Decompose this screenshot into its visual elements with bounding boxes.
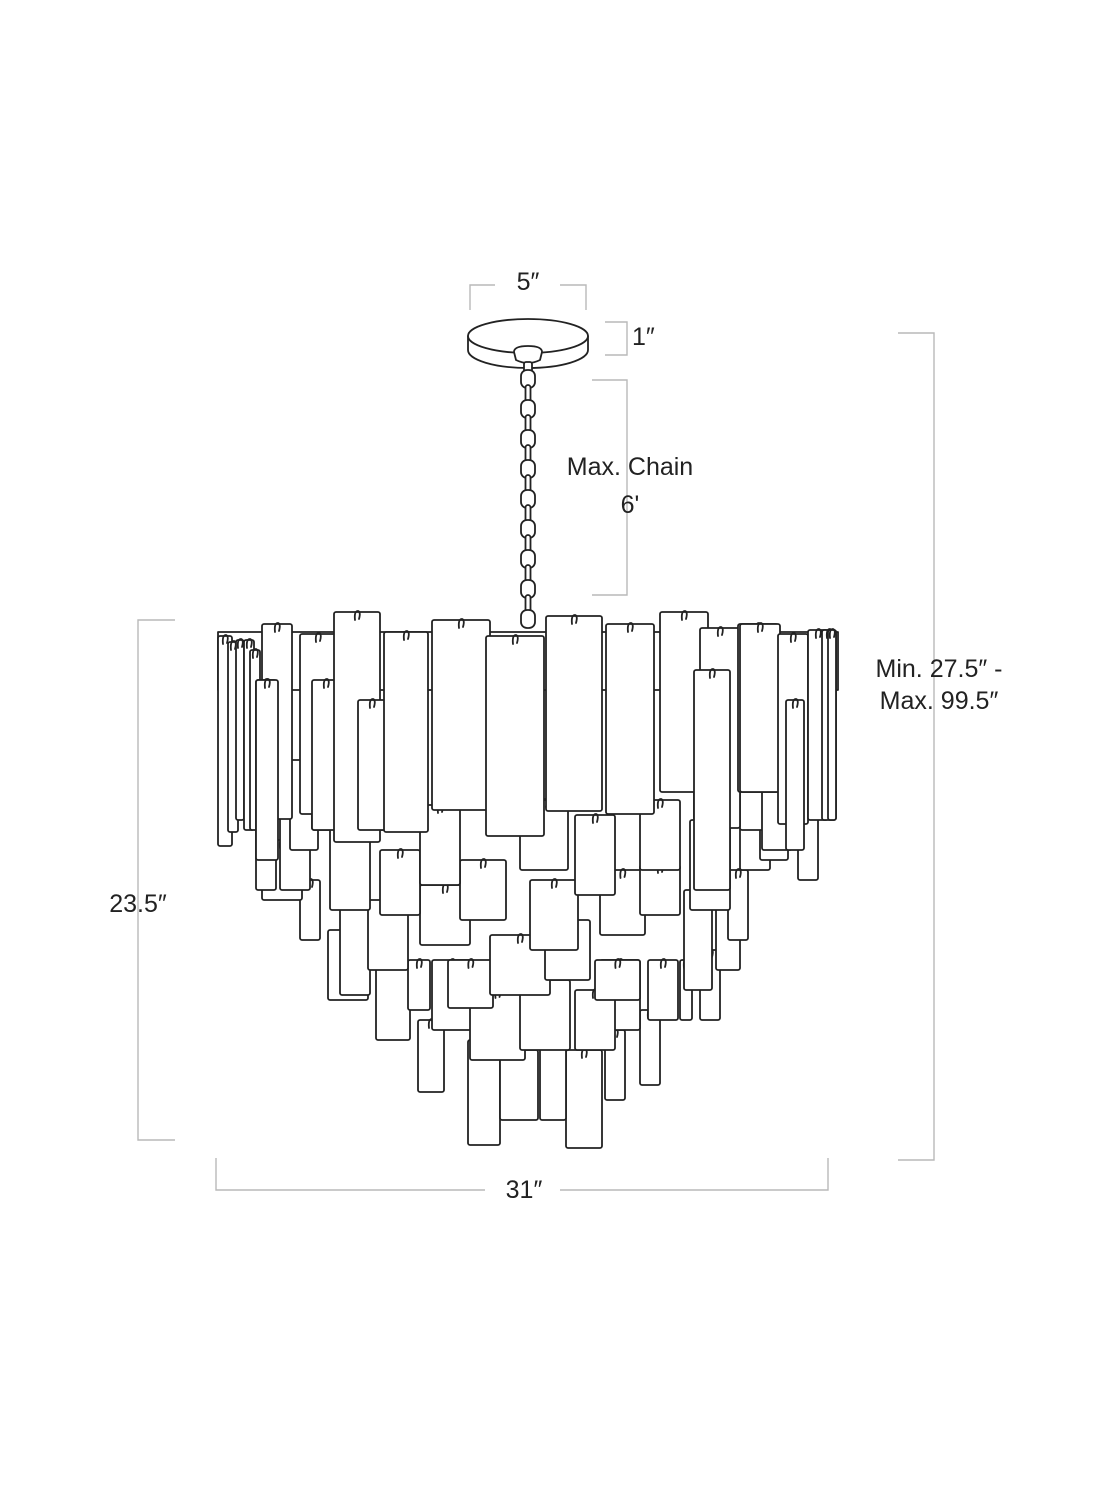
crystal-slab <box>594 959 641 1001</box>
chain-link <box>520 609 536 629</box>
fixture-width-bracket <box>215 1158 829 1191</box>
slab-hook <box>251 648 259 659</box>
slab-hook <box>756 622 764 633</box>
fixture-width-label: 31″ <box>505 1176 543 1204</box>
crystal-slab <box>339 899 371 996</box>
slab-hook <box>273 622 281 633</box>
crystal-slab <box>574 814 616 896</box>
canopy-height-bracket <box>605 321 628 356</box>
crystal-slab <box>785 699 805 851</box>
max-chain-label-line2: 6' <box>620 491 640 519</box>
crystal-slab <box>545 615 603 812</box>
chain <box>520 369 536 629</box>
slab-hook <box>314 632 322 643</box>
slab-hook <box>236 638 244 649</box>
slab-hook <box>659 958 667 969</box>
slab-hook <box>322 678 330 689</box>
fixture-body <box>217 610 839 1149</box>
crystal-slab <box>407 959 431 1011</box>
canopy-fitting <box>513 345 543 364</box>
slab-hook <box>396 848 404 859</box>
crystal-slab <box>693 669 731 891</box>
slab-hook <box>415 958 423 969</box>
slab-hook <box>221 634 229 645</box>
slab-hook <box>828 628 836 639</box>
crystal-slab <box>539 1039 567 1121</box>
crystal-slab <box>565 1049 603 1149</box>
fixture-height-label: 23.5″ <box>109 890 167 918</box>
max-chain-label: Max. Chain 6' <box>548 451 712 521</box>
crystal-slab <box>639 864 681 916</box>
crystal-slab <box>727 869 749 941</box>
overall-height-label: Min. 27.5″ - Max. 99.5″ <box>856 653 1022 717</box>
slab-hook <box>789 632 797 643</box>
fixture-height-bracket <box>137 619 175 1141</box>
crystal-slab <box>255 679 279 861</box>
slab-hook <box>516 933 524 944</box>
canopy-width-label: 5″ <box>516 268 540 296</box>
overall-height-label-line1: Min. 27.5″ - <box>875 655 1003 683</box>
crystal-slab <box>485 635 545 837</box>
crystal-slab <box>375 959 411 1041</box>
crystal-slab <box>383 631 429 833</box>
canopy <box>467 318 589 373</box>
slab-hook <box>680 610 688 621</box>
crystal-slab <box>447 959 494 1009</box>
dimension-lines <box>137 284 935 1191</box>
canopy-height-label: 1″ <box>632 323 655 351</box>
overall-height-bracket <box>898 332 935 1161</box>
slab-hook <box>716 626 724 637</box>
crystal-slab <box>459 859 507 921</box>
slab-hook <box>402 630 410 641</box>
slab-hook <box>570 614 578 625</box>
crystal-slab <box>431 619 491 811</box>
crystal-slab <box>529 879 579 951</box>
crystal-slab <box>379 849 421 916</box>
max-chain-bracket <box>592 379 628 596</box>
slab-hook <box>550 878 558 889</box>
slab-hook <box>353 610 361 621</box>
slab-hook <box>619 868 627 879</box>
crystal-slabs <box>217 610 837 1149</box>
crystal-slab <box>605 623 655 815</box>
crystal-slab <box>357 699 387 831</box>
slab-hook <box>245 638 253 649</box>
crystal-slab <box>739 623 781 793</box>
slab-hook <box>734 868 742 879</box>
slab-hook <box>467 958 475 969</box>
crystal-slab <box>639 1009 661 1086</box>
crystal-slab <box>647 959 679 1021</box>
slab-hook <box>708 668 716 679</box>
crystal-slab <box>827 629 837 821</box>
max-chain-label-line1: Max. Chain <box>566 453 694 481</box>
slab-hook <box>791 698 799 709</box>
canopy-width-bracket <box>469 284 587 310</box>
slab-hook <box>511 634 519 645</box>
slab-hook <box>479 858 487 869</box>
slab-hook <box>626 622 634 633</box>
slab-hook <box>656 798 664 809</box>
overall-height-label-line2: Max. 99.5″ <box>879 687 999 715</box>
slab-hook <box>814 628 822 639</box>
slab-hook <box>263 678 271 689</box>
crystal-slab <box>235 639 245 821</box>
slab-hook <box>368 698 376 709</box>
slab-hook <box>614 958 622 969</box>
slab-hook <box>457 618 465 629</box>
slab-hook <box>591 813 599 824</box>
